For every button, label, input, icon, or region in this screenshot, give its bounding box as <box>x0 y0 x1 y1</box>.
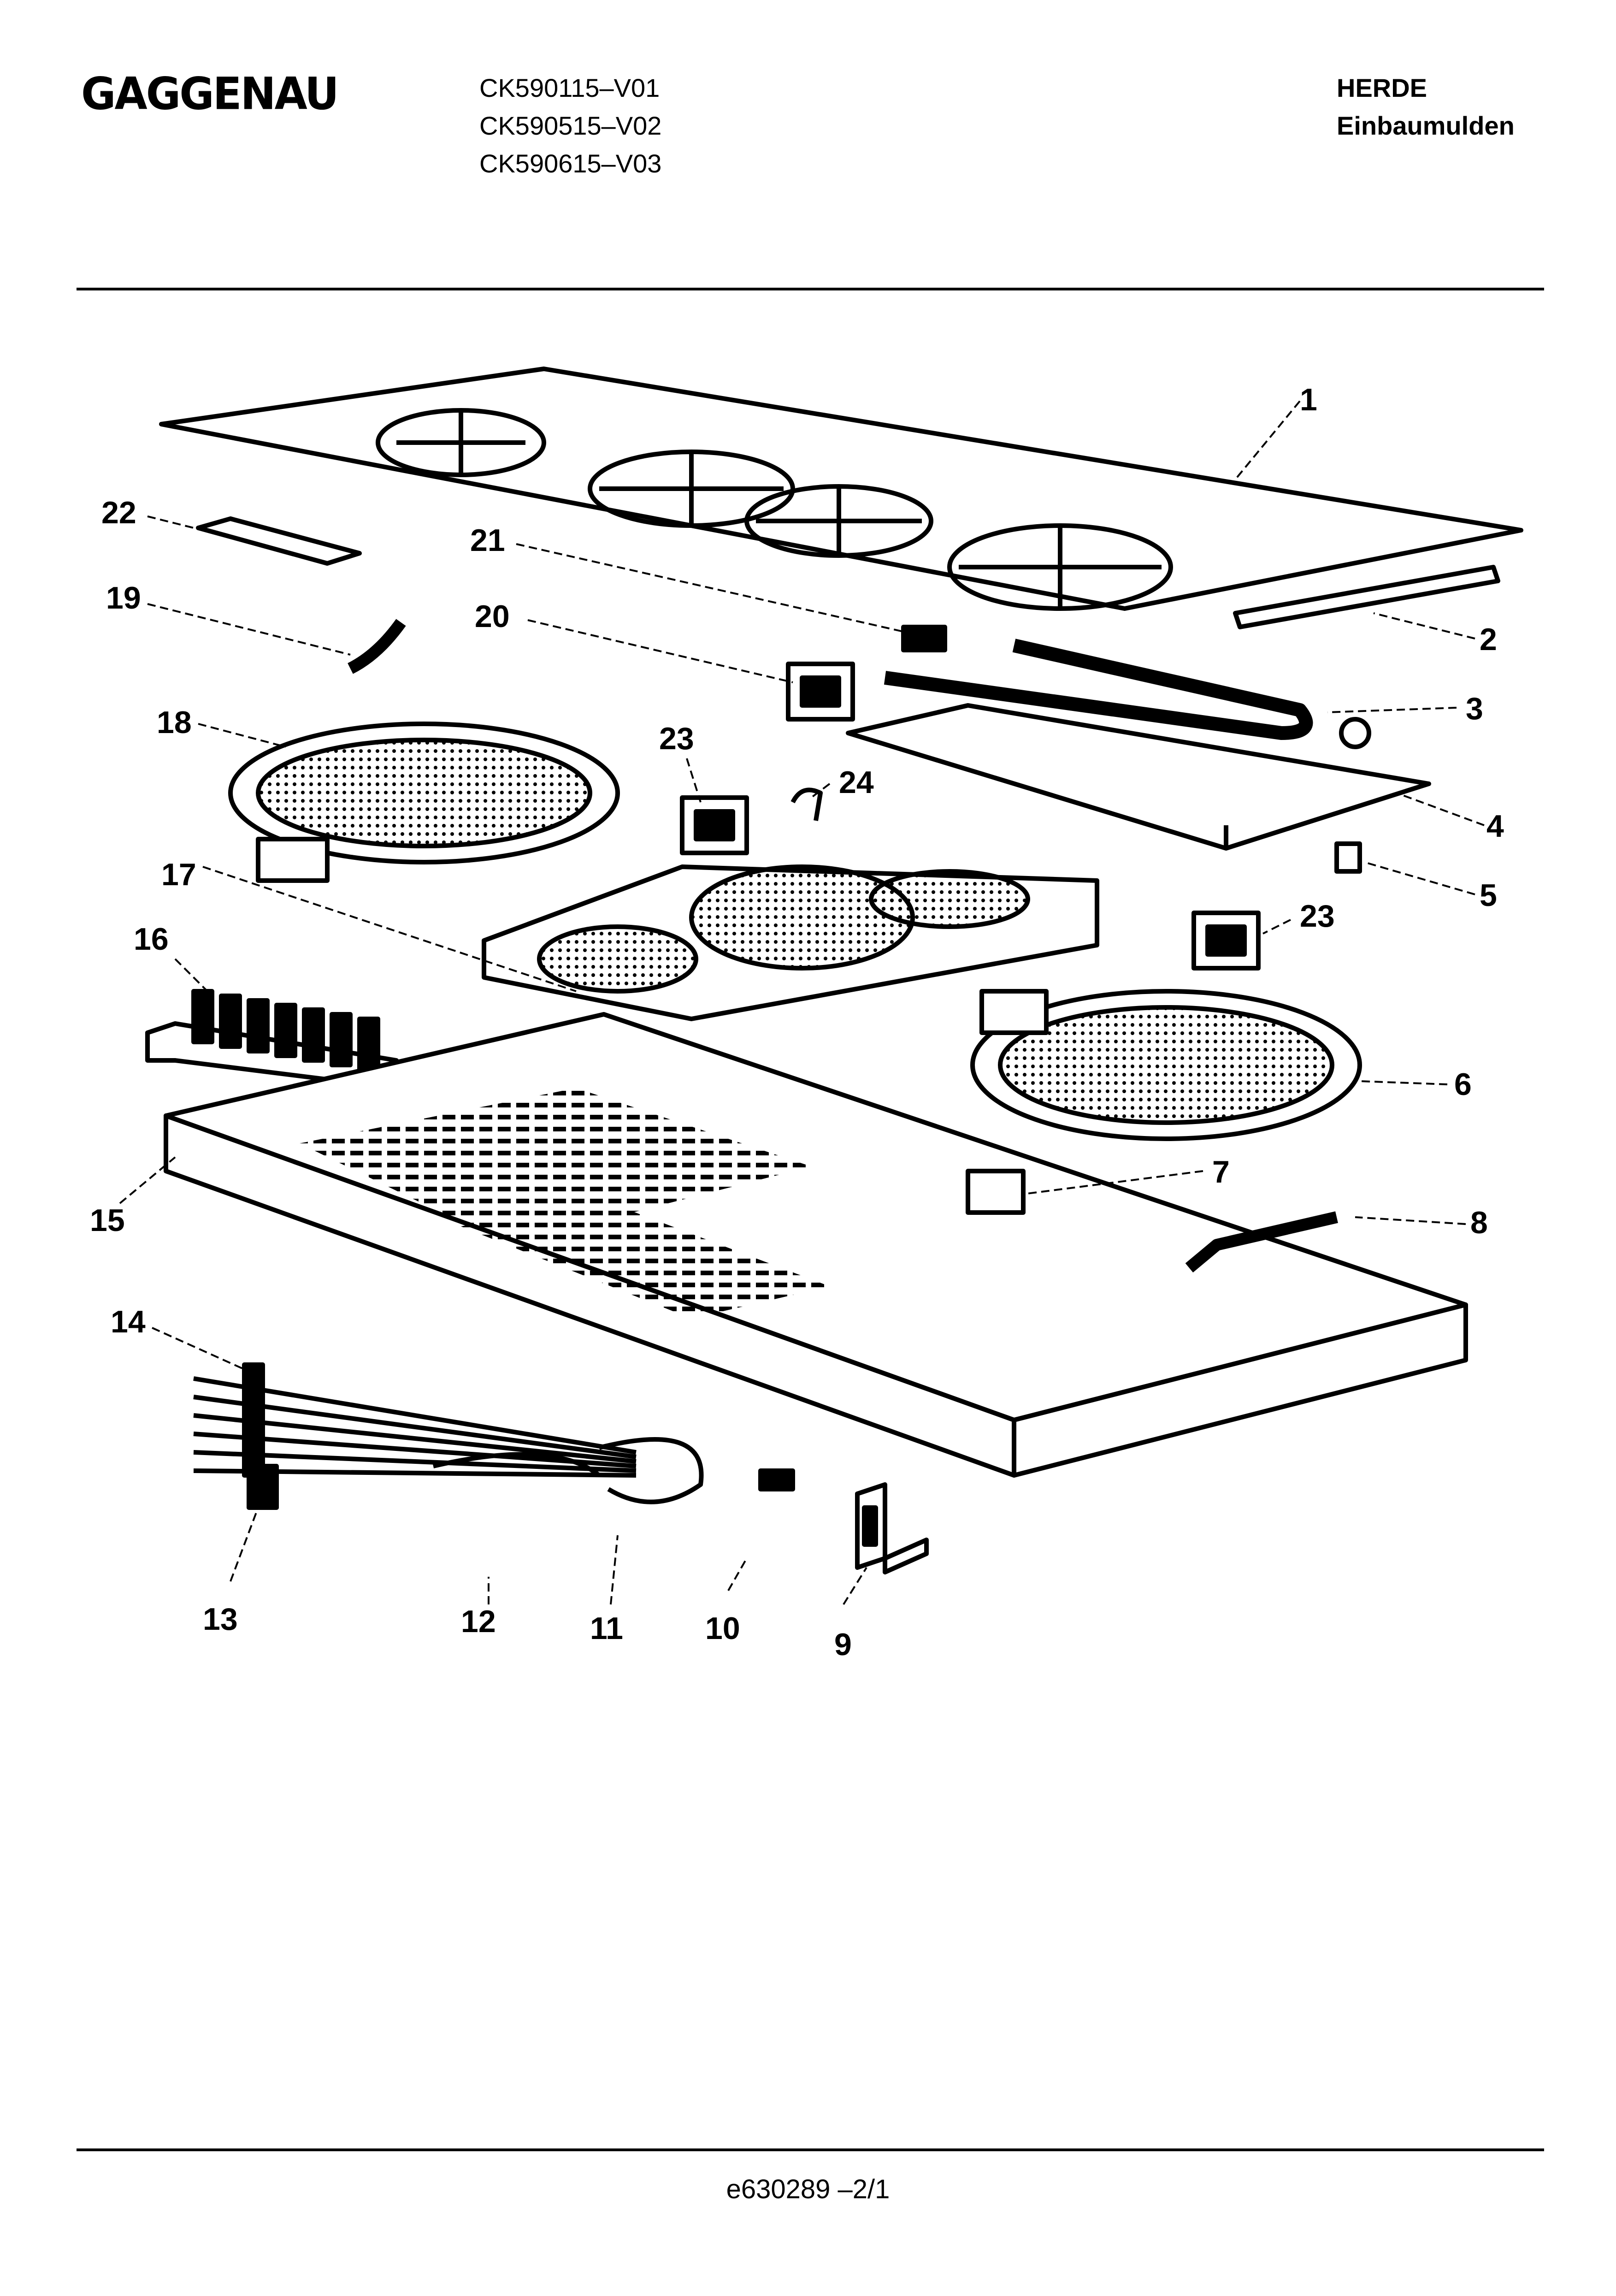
hotplate-round-left <box>228 722 620 883</box>
callout-number: 22 <box>101 495 136 530</box>
hotplate-round-right <box>970 989 1362 1141</box>
callout-number: 13 <box>203 1602 238 1637</box>
callout-number: 23 <box>1300 899 1335 934</box>
callout-number: 16 <box>134 922 169 957</box>
regulator-switch <box>680 795 749 855</box>
callout-number: 9 <box>834 1627 852 1662</box>
small-spacer <box>1334 841 1362 874</box>
callout-number: 20 <box>475 599 510 634</box>
callout-number: 24 <box>839 765 874 800</box>
callout-number: 15 <box>90 1203 125 1238</box>
regulator-switch <box>1191 911 1261 970</box>
callout-number: 1 <box>1300 382 1317 417</box>
wire-clip <box>790 787 823 821</box>
connection-cable <box>1185 1211 1338 1272</box>
callout-number: 12 <box>461 1604 496 1639</box>
wiring-harness <box>432 1452 601 1477</box>
category-subtitle: Einbaumulden <box>1337 111 1515 140</box>
hotplate-oval-tray <box>482 864 1099 1021</box>
callout-number: 23 <box>659 721 694 756</box>
small-plate <box>196 516 362 566</box>
mounting-bracket <box>966 1169 1026 1215</box>
fixing-bracket <box>855 1482 929 1574</box>
cable-clip <box>758 1468 795 1491</box>
category-label: HERDE Einbaumulden <box>1337 69 1515 145</box>
callout-number: 10 <box>705 1611 740 1646</box>
callout-number: 7 <box>1212 1154 1230 1189</box>
model-number: CK590115–V01 <box>479 73 660 102</box>
brand-logo: GAGGENAU <box>81 68 339 120</box>
callout-number: 11 <box>590 1611 623 1646</box>
model-list: CK590115–V01 CK590515–V02 CK590615–V03 <box>479 69 661 183</box>
callout-number: 2 <box>1480 622 1497 657</box>
callout-number: 19 <box>106 580 141 615</box>
model-number: CK590515–V02 <box>479 111 662 140</box>
callout-number: 6 <box>1454 1067 1472 1102</box>
model-number: CK590615–V03 <box>479 149 662 178</box>
callout-number: 21 <box>470 523 505 558</box>
callout-number: 5 <box>1480 878 1497 913</box>
category-title: HERDE <box>1337 73 1427 102</box>
regulator-switch <box>786 662 855 722</box>
callout-number: 8 <box>1470 1205 1488 1240</box>
cable-loop <box>598 1437 704 1504</box>
connector-cable-set <box>193 1362 637 1510</box>
document-number: e630289 –2/1 <box>726 2174 890 2204</box>
base-housing <box>164 1012 1468 1478</box>
footer-rule <box>77 2148 1544 2151</box>
header-rule <box>77 288 1544 290</box>
trim-strip <box>1233 565 1500 629</box>
callout-number: 4 <box>1486 809 1504 844</box>
callout-number: 14 <box>111 1304 146 1339</box>
callout-number: 3 <box>1466 691 1483 726</box>
fixing-clip <box>901 625 947 652</box>
element-tray <box>846 703 1431 851</box>
gasket-piece <box>348 619 406 674</box>
callout-number: 18 <box>157 705 192 740</box>
callout-number: 17 <box>161 857 196 892</box>
ceramic-top-plate <box>159 367 1523 611</box>
heating-element <box>884 639 1313 740</box>
